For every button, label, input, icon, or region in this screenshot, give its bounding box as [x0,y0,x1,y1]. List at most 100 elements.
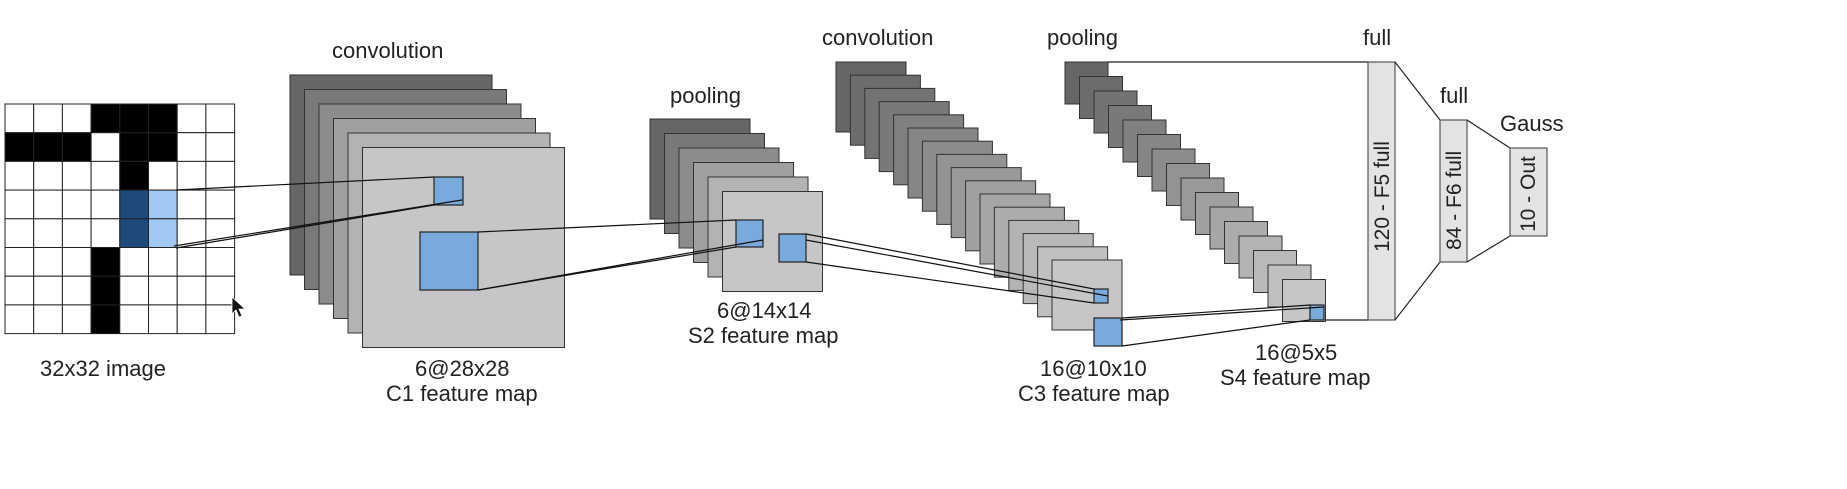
input-grid-cell [4,132,35,162]
c1-size-label: 6@28x28 [415,356,510,381]
input-grid-cell [205,218,236,249]
input-grid-cell [119,247,150,277]
input-grid-cell [205,160,236,191]
input-grid-cell [61,160,92,191]
input-grid-cell [90,132,121,162]
input-grid-cell [176,189,207,220]
connection-line [1121,319,1311,347]
input-grid-cell [176,304,207,335]
connection-line [1121,304,1311,319]
input-grid-cell [119,132,150,162]
connection-line [477,219,737,233]
input-grid-cell [4,103,35,134]
input-grid-cell [148,247,178,277]
s4-size-label: 16@5x5 [1255,340,1337,365]
input-grid-cell [205,275,236,306]
conv2-title: convolution [822,25,933,50]
input-grid-cell [176,247,207,277]
input-caption: 32x32 image [40,356,166,381]
f5-layer-label: 120 - F5 full [1371,141,1394,252]
fully-connected-layers: 120 - F5 full full 84 - F6 full full 10 … [1108,25,1564,321]
connection-line [175,204,435,249]
connection-line [805,233,1095,290]
output-layer-label: 10 - Out [1517,156,1540,232]
f5-title: full [1363,25,1391,50]
input-grid-cell [90,189,121,220]
f5-to-f6-top-edge [1394,61,1441,121]
input-grid-cell [90,247,121,277]
connection-line [173,199,463,247]
input-grid-cell [90,218,121,249]
f6-layer-box [1439,119,1468,263]
input-grid-cell [119,304,150,335]
f6-to-out-bottom-edge [1466,235,1511,263]
c1-name-label: C1 feature map [386,381,538,406]
input-grid-cell [33,247,63,277]
s4-feature-map-stack [1064,61,1326,322]
s2-name-label: S2 feature map [688,323,838,348]
c1-pool-window [419,231,479,291]
s2-size-label: 6@14x14 [717,298,812,323]
input-grid-cell [205,304,236,335]
input-grid-cell [33,103,63,134]
input-grid-cell [4,160,35,191]
input-grid-cell [61,304,92,335]
input-grid-cell [148,160,178,191]
input-grid-cell [61,132,92,162]
c3-pool-window [1093,317,1123,347]
output-layer-box [1509,147,1548,237]
connection-line [477,239,764,291]
connection-line [1119,306,1325,321]
input-grid-cell [148,275,178,306]
input-grid-cell [61,189,92,220]
input-grid-cell [33,275,63,306]
input-grid-cell [33,218,63,249]
input-grid-cell [148,132,178,162]
connection-line [175,176,435,191]
f6-layer-label: 84 - F6 full [1443,151,1466,250]
input-grid-cell [205,132,236,162]
input-image-grid [4,103,236,335]
input-grid-cell [90,275,121,306]
s2-receptive-field [778,233,807,263]
c3-name-label: C3 feature map [1018,381,1170,406]
mouse-cursor-icon [231,296,247,318]
input-grid-cell [90,103,121,134]
input-grid-cell [61,218,92,249]
pool2-title: pooling [1047,25,1118,50]
f5-to-f6-bottom-edge [1394,261,1441,321]
input-grid-cell [119,103,150,134]
input-grid-cell [33,304,63,335]
conv1-title: convolution [332,38,443,63]
input-grid-cell [119,275,150,306]
input-grid-cell [148,189,178,220]
c1-feature-map-stack [289,74,565,348]
input-grid-cell [90,160,121,191]
c3-feature-map-stack [835,61,1123,347]
input-grid-cell [90,304,121,335]
input-grid-cell [176,132,207,162]
input-grid-cell [205,247,236,277]
pool1-title: pooling [670,83,741,108]
input-grid-cell [148,218,178,249]
input-grid-cell [176,160,207,191]
receptive-field-connections [173,176,1325,347]
input-grid-cell [148,304,178,335]
c3-size-label: 16@10x10 [1040,356,1147,381]
input-grid-cell [176,275,207,306]
input-grid-cell [4,218,35,249]
input-grid-cell [119,218,150,249]
connection-line [805,239,1109,297]
input-grid-cell [61,103,92,134]
input-grid-cell [148,103,178,134]
input-grid-cell [4,247,35,277]
s2-feature-map-stack [649,118,823,292]
f5-layer-box [1367,61,1396,321]
input-grid-cell [205,103,236,134]
s4-name-label: S4 feature map [1220,365,1370,390]
input-grid-cell [119,160,150,191]
s4-pooled-unit [1309,304,1325,321]
input-grid-cell [4,275,35,306]
input-grid-cell [33,160,63,191]
